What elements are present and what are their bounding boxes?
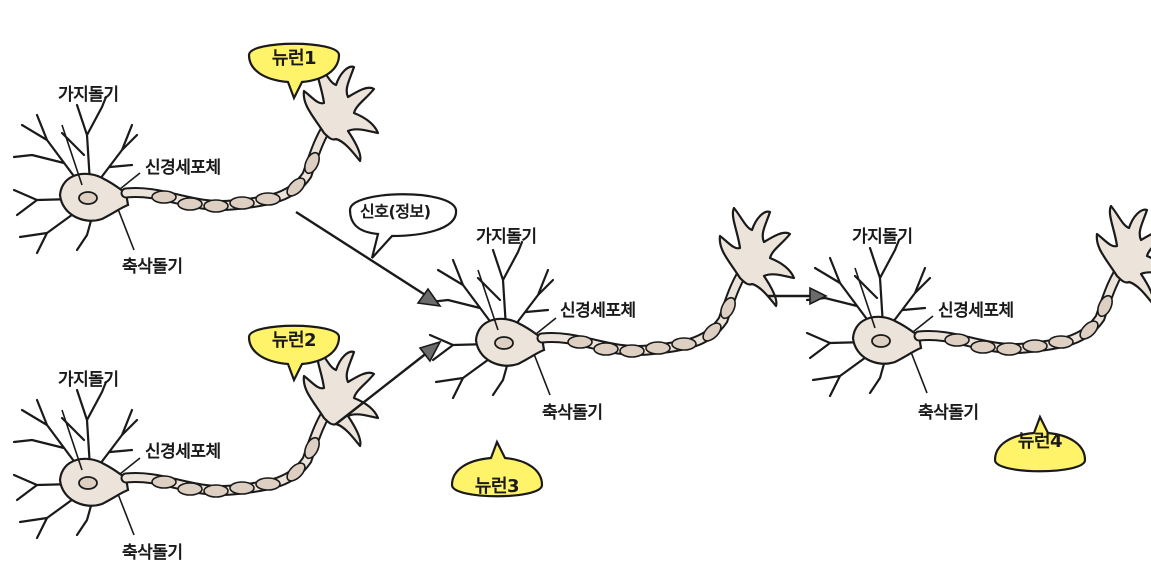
signal-label: 신호(정보)	[360, 202, 431, 221]
dendrite-label: 가지돌기	[58, 85, 119, 105]
dendrite-label: 가지돌기	[852, 227, 913, 247]
arrow-icon	[768, 286, 828, 306]
axon-label: 축삭돌기	[122, 543, 183, 563]
cell-body-label: 신경세포체	[145, 158, 221, 178]
axon-label: 축삭돌기	[542, 403, 603, 423]
cell-body-label: 신경세포체	[938, 301, 1014, 321]
neuron-name-label: 뉴런3	[474, 476, 520, 497]
arrow-icon	[335, 340, 442, 425]
speech-bubble-icon	[348, 193, 458, 259]
axon-label: 축삭돌기	[122, 257, 183, 277]
axon-label: 축삭돌기	[918, 403, 979, 423]
arrow-icon	[295, 210, 442, 308]
dendrite-label: 가지돌기	[476, 227, 537, 247]
neuron-name-label: 뉴런2	[271, 330, 317, 351]
neuron-name-label: 뉴런1	[271, 48, 317, 69]
neuron-name-label: 뉴런4	[1017, 431, 1063, 452]
cell-body-label: 신경세포체	[145, 442, 221, 462]
cell-body-label: 신경세포체	[560, 301, 636, 321]
dendrite-label: 가지돌기	[58, 370, 119, 390]
